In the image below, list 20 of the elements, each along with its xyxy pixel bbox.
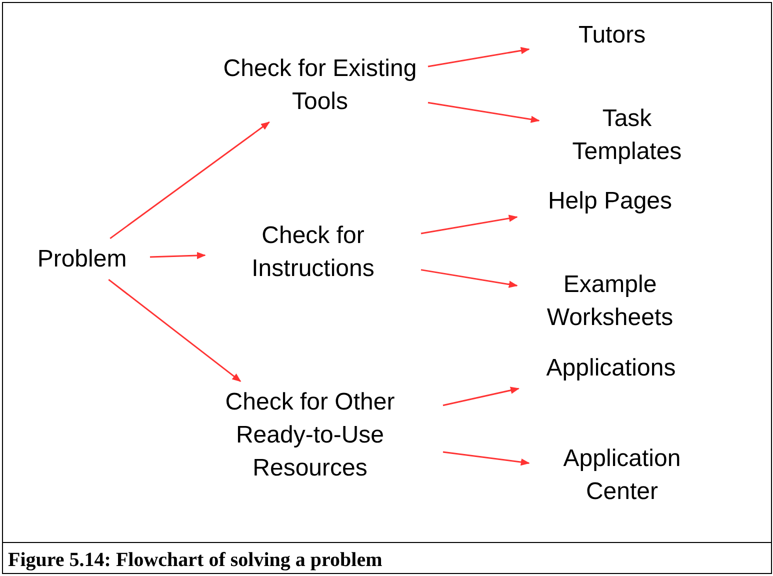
- arrow: [428, 102, 540, 123]
- node-label: Example Worksheets: [546, 270, 674, 333]
- arrow: [150, 252, 206, 260]
- node-label: Task Templates: [571, 104, 683, 167]
- node-label: Help Pages: [546, 186, 674, 216]
- arrow: [108, 278, 242, 382]
- arrow: [420, 214, 518, 234]
- node-label: Check for Other Ready-to-Use Resources: [224, 387, 396, 484]
- node-label: Problem: [36, 244, 128, 274]
- arrow: [110, 122, 270, 240]
- arrow: [428, 47, 530, 68]
- node-label: Applications: [545, 353, 677, 384]
- arrow: [420, 269, 518, 288]
- node-label: Check for Existing Tools: [222, 54, 418, 117]
- node-label: Check for Instructions: [250, 220, 376, 284]
- node-label: Application Center: [562, 444, 682, 507]
- node-label: Tutors: [577, 20, 647, 50]
- arrow: [442, 451, 530, 466]
- figure-caption: Figure 5.14: Flowchart of solving a problem: [8, 549, 382, 572]
- arrow: [442, 386, 520, 406]
